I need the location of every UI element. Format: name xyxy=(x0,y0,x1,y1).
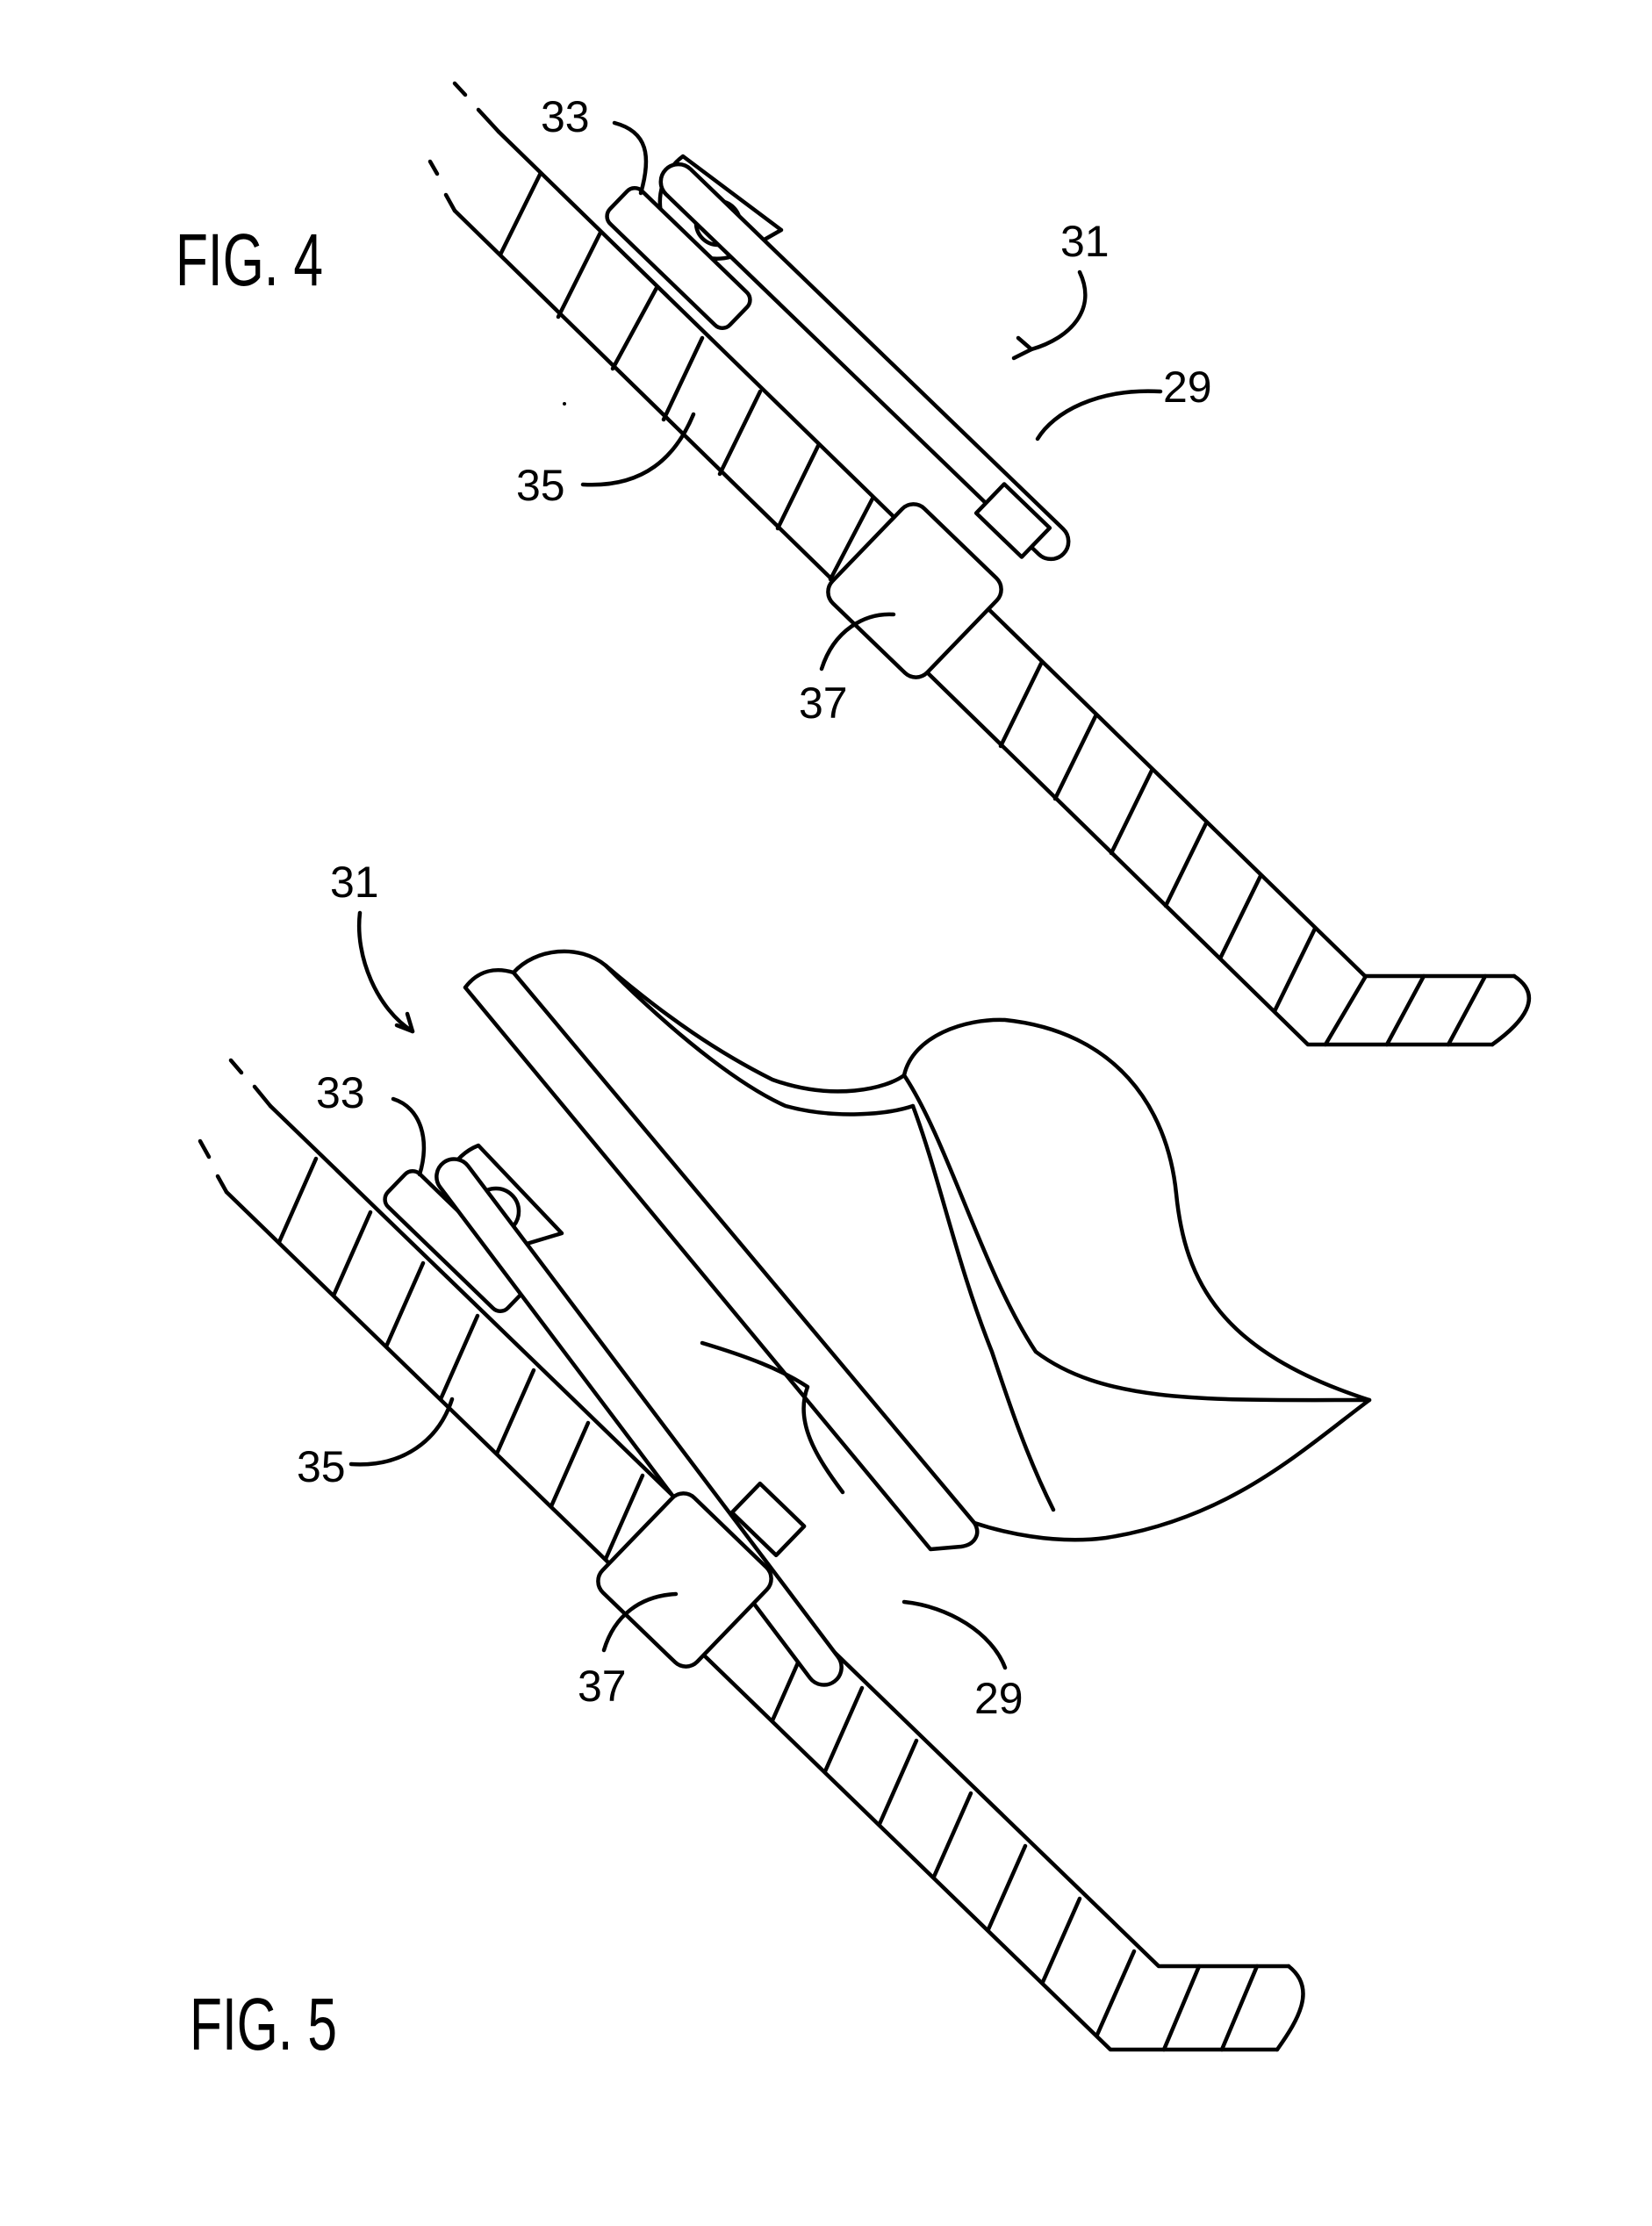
shoe-upper xyxy=(511,949,1372,1542)
shoe-sole xyxy=(463,968,980,1552)
ref-29: 29 xyxy=(974,1674,1024,1723)
figure-4-title: FIG. 4 xyxy=(176,219,323,301)
ref-35: 35 xyxy=(516,461,565,510)
ref-37: 37 xyxy=(799,679,848,728)
ref-31: 31 xyxy=(330,858,379,907)
shoe-heel-crease xyxy=(700,1340,845,1495)
pedal-stem xyxy=(729,1481,807,1558)
ref-29: 29 xyxy=(1163,363,1212,412)
figure-5: FIG. 5 xyxy=(190,858,1372,2065)
figure-4-annotations: 33 31 29 35 37 xyxy=(516,92,1212,728)
speck xyxy=(563,402,566,406)
pedal-assembly xyxy=(383,1143,844,1687)
figure-5-title: FIG. 5 xyxy=(190,1983,337,2065)
pedal-stem xyxy=(973,482,1052,559)
driver-shoe xyxy=(463,949,1372,1552)
ref-35: 35 xyxy=(297,1442,346,1491)
pedal-assembly xyxy=(605,154,1071,679)
sensor-block xyxy=(596,1491,773,1669)
floor-hatching xyxy=(498,170,1488,1047)
shoe-collar xyxy=(901,1017,1372,1403)
floor-panel xyxy=(427,81,1532,1047)
ref-37: 37 xyxy=(578,1662,627,1711)
figure-4: FIG. 4 33 3 xyxy=(176,81,1532,1047)
ref-33: 33 xyxy=(541,92,590,141)
floor-hatching xyxy=(277,1156,1260,2052)
shoe-lace-edge xyxy=(603,963,916,1117)
shoe-toe-line xyxy=(910,1103,1056,1512)
floor-panel xyxy=(198,1058,1305,2052)
sensor-block xyxy=(826,502,1003,679)
ref-31: 31 xyxy=(1060,217,1110,266)
figure-5-annotations: 31 33 35 37 29 xyxy=(297,858,1024,1723)
pedal-pad xyxy=(658,162,1071,562)
ref-33: 33 xyxy=(316,1068,365,1117)
pedal-arm xyxy=(605,186,752,330)
